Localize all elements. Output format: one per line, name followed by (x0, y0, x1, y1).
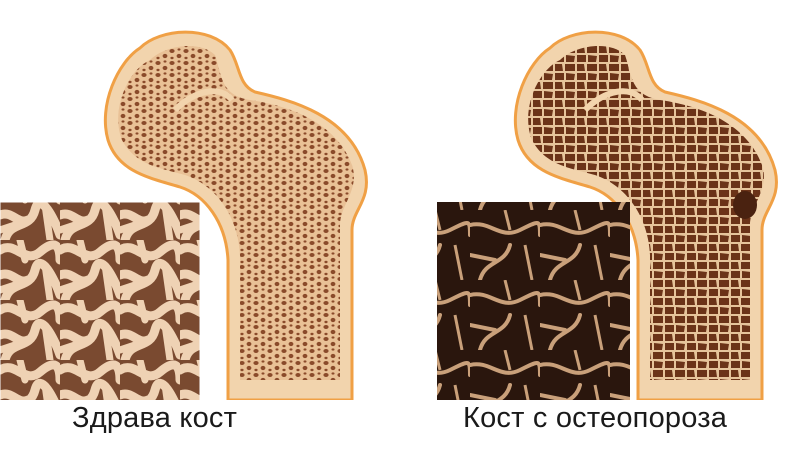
healthy-micro-inset (0, 201, 201, 400)
osteoporosis-bone-caption: Кост с остеопороза (463, 402, 728, 434)
healthy-bone-caption: Здрава кост (72, 402, 238, 434)
healthy-femur-illustration (0, 30, 368, 400)
osteoporosis-bone-panel: Кост с остеопороза (400, 0, 800, 455)
healthy-bone-panel: Здрава кост (0, 30, 368, 434)
osteoporosis-femur-illustration (437, 30, 778, 400)
osteoporosis-micro-inset (437, 202, 630, 400)
